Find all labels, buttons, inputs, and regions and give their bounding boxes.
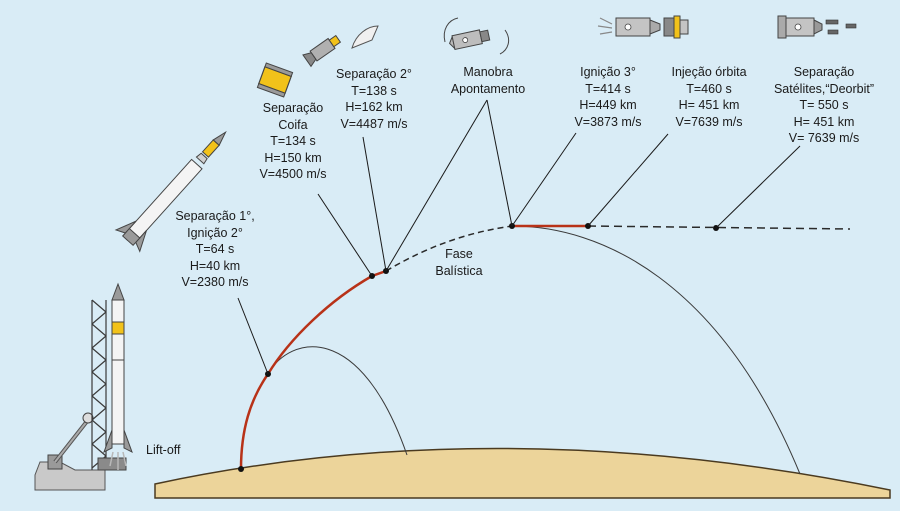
third-stage-impact-arc: [511, 225, 801, 475]
leader-satelites: [715, 145, 801, 229]
leader-lines: [237, 99, 801, 375]
label-fase-line-0: Fase: [445, 247, 473, 261]
label-sep2-line-2: H=162 km: [345, 100, 403, 114]
third-stage-ignition-icon: [597, 17, 661, 37]
label-sep2-line-1: T=138 s: [351, 83, 397, 98]
leader-sep2: [362, 136, 387, 272]
marker-liftoff: [238, 466, 244, 472]
label-coifa-line-3: H=150 km: [264, 150, 322, 165]
label-manobra-line-1: Apontamento: [450, 81, 526, 96]
label-satelites-line-2: T= 550 s: [799, 98, 849, 112]
label-satelites-line-4: V= 7639 m/s: [788, 131, 860, 145]
orbit-injection-icon: [663, 15, 689, 39]
leader-sep1: [237, 297, 269, 375]
label-ballistic-phase: Fase Balística: [424, 246, 494, 279]
label-lift-off-line-0: Lift-off: [146, 443, 181, 457]
label-coifa-line-0: Separação: [262, 101, 324, 115]
label-sep1-line-4: V=2380 m/s: [181, 275, 249, 289]
label-sep1-line-3: H=40 km: [189, 258, 241, 273]
leader-injecao: [587, 133, 669, 227]
label-satelites-line-0: Separação: [793, 65, 855, 79]
ballistic-phase-path: [385, 225, 513, 272]
label-manobra-line-0: Manobra: [463, 65, 513, 79]
label-sep1-line-1: Ignição 2°: [187, 225, 243, 240]
label-sep2-line-3: V=4487 m/s: [340, 116, 408, 131]
earth-ground: [154, 447, 891, 499]
label-injecao-line-1: T=460 s: [686, 81, 732, 96]
leader-ign3: [511, 132, 577, 227]
launch-pad-icon: [34, 299, 127, 491]
label-satellite-separation: Separação Satélites,“Deorbit” T= 550 s H…: [766, 64, 882, 147]
label-sep2-line-0: Separação 2°: [336, 67, 412, 81]
label-injecao-line-0: Injeção órbita: [671, 65, 747, 79]
label-orbit-injection: Injeção órbita T=460 s H= 451 km V=7639 …: [658, 64, 760, 130]
fairing-separation-icon: [256, 62, 294, 98]
label-sep1-line-0: Separação 1°,: [175, 209, 255, 223]
label-injecao-line-3: V=7639 m/s: [675, 114, 743, 129]
satellite-separation-icon: [777, 15, 857, 39]
label-sep1-line-2: T=64 s: [195, 242, 235, 256]
label-fase-line-1: Balística: [435, 263, 483, 278]
leader-manobra-2: [486, 99, 513, 227]
orbit-path: [587, 225, 851, 230]
first-stage-impact-arc: [267, 346, 408, 456]
label-coifa-line-4: V=4500 m/s: [259, 167, 327, 181]
pointing-maneuver-icon: [443, 17, 510, 55]
label-lift-off: Lift-off: [146, 442, 181, 459]
powered-ascent-path: [239, 269, 387, 470]
label-satelites-line-3: H= 451 km: [793, 114, 855, 129]
label-ign3-line-0: Ignição 3°: [580, 65, 636, 79]
leader-coifa: [317, 193, 373, 277]
second-stage-separation-icon: [302, 25, 379, 68]
label-satelites-line-1: Satélites,“Deorbit”: [773, 81, 875, 96]
label-coifa-line-1: Coifa: [278, 117, 308, 132]
label-fairing-separation: Separação Coifa T=134 s H=150 km V=4500 …: [244, 100, 342, 183]
label-ign3-line-3: V=3873 m/s: [574, 114, 642, 129]
label-second-stage-separation: Separação 2° T=138 s H=162 km V=4487 m/s: [324, 66, 424, 132]
label-pointing-maneuver: Manobra Apontamento: [436, 64, 540, 97]
rocket-first-stage-icon: [114, 130, 227, 253]
label-injecao-line-2: H= 451 km: [678, 98, 740, 112]
label-third-stage-ignition: Ignição 3° T=414 s H=449 km V=3873 m/s: [560, 64, 656, 130]
rocket-on-pad-icon: [103, 282, 133, 470]
label-ign3-line-2: H=449 km: [579, 98, 637, 112]
label-ign3-line-1: T=414 s: [585, 81, 631, 96]
leader-manobra-1: [385, 99, 488, 272]
label-first-stage-separation: Separação 1°, Ignição 2° T=64 s H=40 km …: [160, 208, 270, 291]
label-coifa-line-2: T=134 s: [270, 134, 316, 148]
